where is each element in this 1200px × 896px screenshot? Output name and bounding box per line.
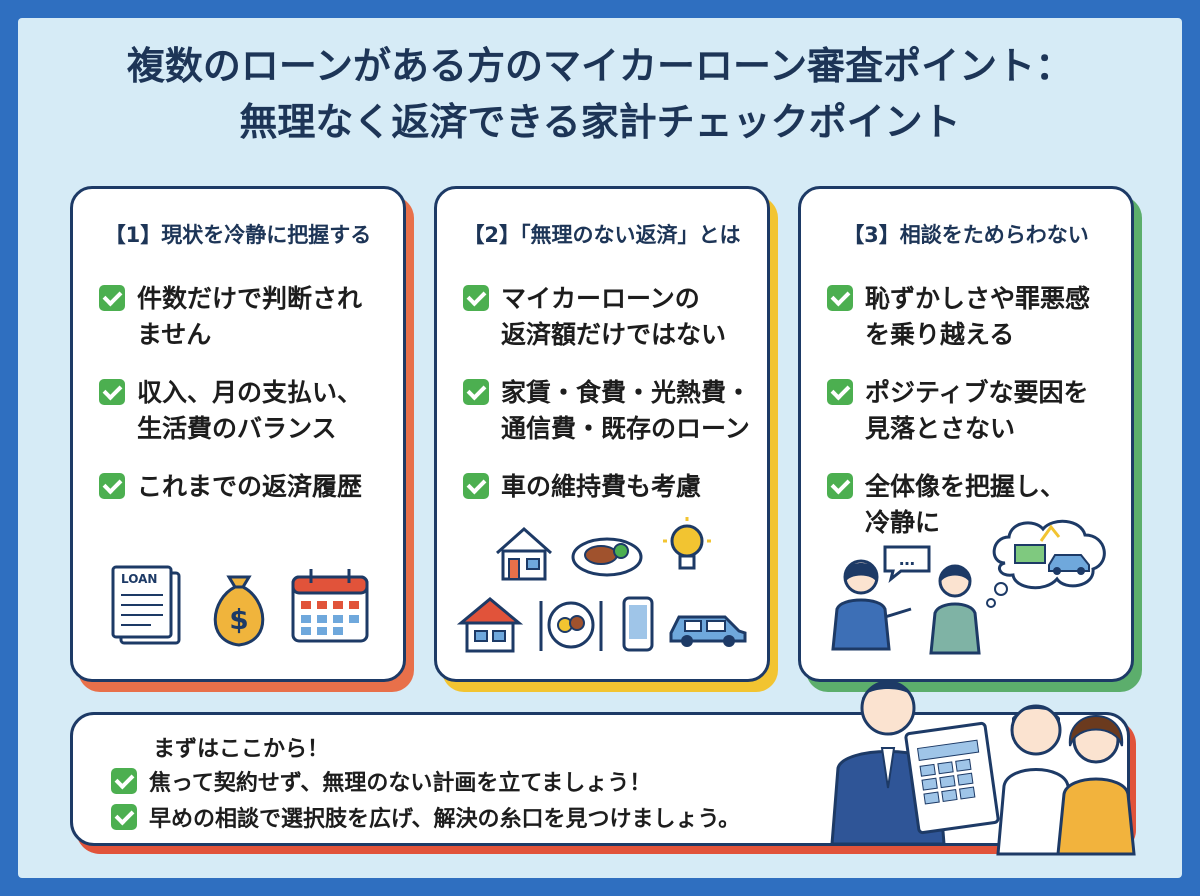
list-item: 家賃・食費・光熱費・ 通信費・既存のローン <box>463 375 763 447</box>
loan-label: LOAN <box>121 572 157 586</box>
card-body: 【1】現状を冷静に把握する 件数だけで判断され ません 収入、月の支払い、 生活… <box>70 186 406 682</box>
check-icon <box>827 285 853 311</box>
item-text: 件数だけで判断され ません <box>137 284 363 349</box>
list-item: 恥ずかしさや罪悪感 を乗り越える <box>827 281 1127 353</box>
item-text: ポジティブな要因を 見落とさない <box>865 378 1089 443</box>
couple-icon <box>996 704 1136 856</box>
dollar-sign: $ <box>229 603 248 636</box>
check-icon <box>463 379 489 405</box>
card-body: 【3】相談をためらわない 恥ずかしさや罪悪感 を乗り越える ポジティブな要因を … <box>798 186 1134 682</box>
page-title: 複数のローンがある方のマイカーローン審査ポイント： 無理なく返済できる家計チェッ… <box>0 38 1200 150</box>
house-icon <box>496 526 552 581</box>
card-heading: 【1】現状を冷静に把握する <box>104 223 372 247</box>
card-body: 【2】「無理のない返済」とは マイカーローンの 返済額だけではない 家賃・食費・… <box>434 186 770 682</box>
title-line-1: 複数のローンがある方のマイカーローン審査ポイント： <box>126 44 1074 88</box>
item-text: 車の維持費も考慮 <box>501 472 702 501</box>
item-text: マイカーローンの 返済額だけではない <box>501 284 727 349</box>
item-text: 恥ずかしさや罪悪感 を乗り越える <box>865 284 1091 349</box>
card-heading: 【2】「無理のない返済」とは <box>463 223 741 247</box>
banner-line: 早めの相談で選択肢を広げ、解決の糸口を見つけましょう。 <box>149 807 741 832</box>
steak-plate-icon <box>571 537 643 577</box>
light-bulb-icon <box>663 517 711 570</box>
item-text: これまでの返済履歴 <box>137 472 363 501</box>
list-item: ポジティブな要因を 見落とさない <box>827 375 1127 447</box>
car-icon <box>669 615 747 647</box>
list-item: 全体像を把握し、 冷静に <box>827 469 1127 541</box>
house-icon <box>456 597 524 653</box>
list-item: 件数だけで判断され ません <box>99 281 399 353</box>
loan-document-icon: LOAN <box>111 565 181 645</box>
check-icon <box>111 768 137 794</box>
item-text: 家賃・食費・光熱費・ 通信費・既存のローン <box>501 378 752 443</box>
check-icon <box>99 379 125 405</box>
list-item: 収入、月の支払い、 生活費のバランス <box>99 375 399 447</box>
advisor-with-chart-icon <box>830 680 1000 846</box>
speech-bubble-icon: … <box>883 545 931 583</box>
check-icon <box>99 285 125 311</box>
money-bag-icon: $ <box>213 575 265 647</box>
card-heading: 【3】相談をためらわない <box>843 223 1089 247</box>
check-icon <box>827 473 853 499</box>
card-current-status: 【1】現状を冷静に把握する 件数だけで判断され ません 収入、月の支払い、 生活… <box>70 186 414 692</box>
banner-heading: まずはここから！ <box>153 737 330 762</box>
thought-bubble-icon <box>986 519 1106 608</box>
card-consultation: 【3】相談をためらわない 恥ずかしさや罪悪感 を乗り越える ポジティブな要因を … <box>798 186 1142 692</box>
item-text: 収入、月の支払い、 生活費のバランス <box>137 378 363 443</box>
check-icon <box>111 804 137 830</box>
item-text: 全体像を把握し、 冷静に <box>865 472 1066 537</box>
calendar-icon <box>291 569 369 643</box>
list-item: これまでの返済履歴 <box>99 469 399 505</box>
client-icon <box>929 564 981 655</box>
smartphone-icon <box>622 596 654 652</box>
title-line-2: 無理なく返済できる家計チェックポイント <box>239 100 961 144</box>
list-item: 焦って契約せず、無理のない計画を立てましょう！ <box>111 765 651 797</box>
list-item: 早めの相談で選択肢を広げ、解決の糸口を見つけましょう。 <box>111 801 740 833</box>
list-item: 車の維持費も考慮 <box>463 469 763 505</box>
list-item: マイカーローンの 返済額だけではない <box>463 281 763 353</box>
check-icon <box>463 473 489 499</box>
check-icon <box>99 473 125 499</box>
banner-line: 焦って契約せず、無理のない計画を立てましょう！ <box>149 771 652 796</box>
check-icon <box>827 379 853 405</box>
consultant-icon <box>831 559 912 651</box>
speech-dots: … <box>899 550 915 569</box>
card-reasonable-repayment: 【2】「無理のない返済」とは マイカーローンの 返済額だけではない 家賃・食費・… <box>434 186 778 692</box>
meal-icon <box>539 601 603 651</box>
check-icon <box>463 285 489 311</box>
